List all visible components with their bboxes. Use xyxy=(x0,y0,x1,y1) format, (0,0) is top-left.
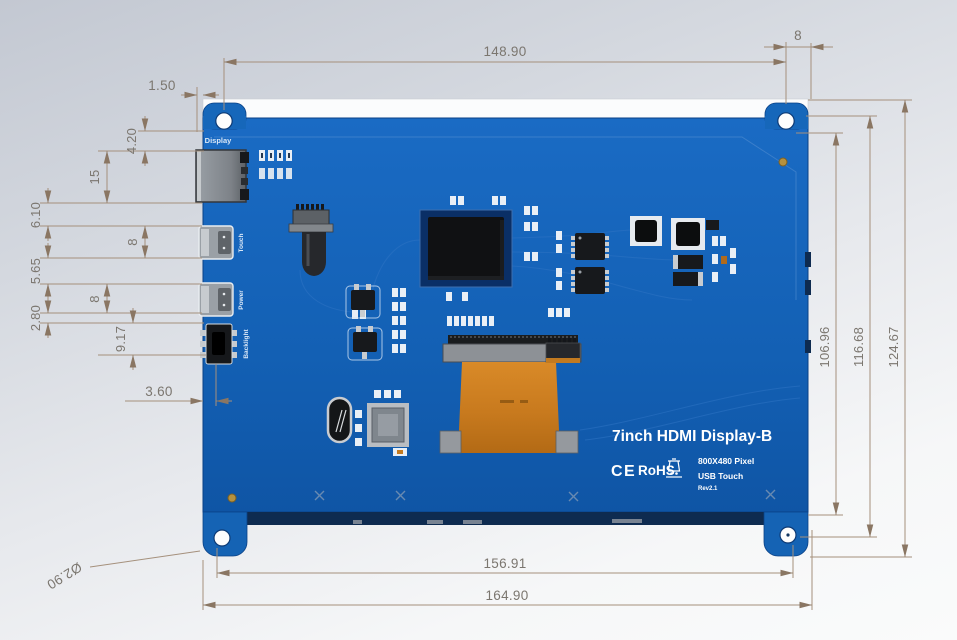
ffc-connector xyxy=(288,204,334,276)
mounting-ear-top-left xyxy=(202,102,247,130)
pcb-spec-rev: Rev2.1 xyxy=(698,486,718,492)
mounting-hole xyxy=(213,529,231,547)
dim-left-2-80: 2.80 xyxy=(28,305,43,331)
dim-right-116-68: 116.68 xyxy=(851,327,866,367)
dim-bottom-overall-width: 164.90 xyxy=(485,588,528,603)
dim-hole-diameter: Ø2.90 xyxy=(44,559,84,592)
backlight-switch xyxy=(200,323,237,365)
label-touch-port: Touch xyxy=(238,233,245,252)
small-resistor xyxy=(393,448,407,456)
mounting-ear-bottom-right xyxy=(763,511,809,557)
dim-top-hole-to-edge: 8 xyxy=(794,28,802,43)
ce-mark: CE xyxy=(611,463,636,480)
pad-row-bottom-center xyxy=(447,316,494,326)
mounting-hole xyxy=(215,112,233,130)
pcb-spec-pixels: 800X480 Pixel xyxy=(698,456,754,466)
passives-left-of-chip xyxy=(352,196,538,353)
dim-top-hole-to-hole: 148.90 xyxy=(483,44,526,59)
sot23-transistors xyxy=(345,284,383,361)
edge-highlights xyxy=(353,519,642,524)
mounting-ear-top-right xyxy=(764,102,809,130)
main-driver-chip xyxy=(419,209,513,288)
pcb-spec-usb: USB Touch xyxy=(698,471,743,481)
crystal-oscillator xyxy=(326,396,353,444)
mounting-ear-bottom-left xyxy=(202,511,248,557)
gold-test-point xyxy=(227,493,237,503)
dim-left-15: 15 xyxy=(87,170,102,185)
flex-cable xyxy=(458,362,560,453)
pad-cluster-top-left xyxy=(259,150,292,179)
pcb-title: 7inch HDMI Display-B xyxy=(612,428,772,445)
mounting-hole xyxy=(777,112,795,130)
label-power-port: Power xyxy=(238,290,245,310)
label-backlight-switch: Backlight xyxy=(243,329,250,359)
fiducial-marks xyxy=(314,489,776,502)
soic-ics xyxy=(556,231,609,294)
weee-bin-icon xyxy=(666,458,682,478)
dim-right-106-96: 106.96 xyxy=(817,327,832,368)
rohs-mark: RoHS xyxy=(638,463,675,478)
dim-right-124-67: 124.67 xyxy=(886,327,901,368)
dim-left-6-10: 6.10 xyxy=(28,202,43,228)
dim-bottom-hole-to-hole: 156.91 xyxy=(483,556,526,571)
gold-test-point xyxy=(778,157,788,167)
usb-touch-connector xyxy=(198,225,234,260)
qfp-chip xyxy=(355,390,409,447)
usb-power-connector xyxy=(198,282,234,317)
hdmi-connector xyxy=(195,149,249,203)
lcd-panel-top-edge xyxy=(202,98,809,121)
small-connector-bottom-right xyxy=(545,338,581,363)
dim-left-5-65: 5.65 xyxy=(28,258,43,284)
diodes xyxy=(673,220,719,286)
dim-left-9-17: 9.17 xyxy=(113,326,128,352)
label-display-port: Display xyxy=(205,136,233,145)
ffc-cable xyxy=(302,232,326,276)
dim-left-8b: 8 xyxy=(87,295,102,302)
dim-left-8a: 8 xyxy=(125,238,140,245)
dimension-lines xyxy=(40,42,912,610)
pcb-traces xyxy=(299,229,801,441)
dim-switch-offset: 3.60 xyxy=(145,384,172,399)
silkscreen-labels: Display Touch Power Backlight 7inch HDMI… xyxy=(205,136,773,492)
pcb-board xyxy=(202,102,811,557)
power-inductors xyxy=(630,216,705,250)
passives-right xyxy=(548,236,736,317)
right-edge-tabs xyxy=(805,252,811,353)
panel-bottom-edge xyxy=(203,512,808,525)
dim-left-4-20: 4.20 xyxy=(124,128,139,154)
dim-left-edge-offset: 1.50 xyxy=(148,78,175,93)
